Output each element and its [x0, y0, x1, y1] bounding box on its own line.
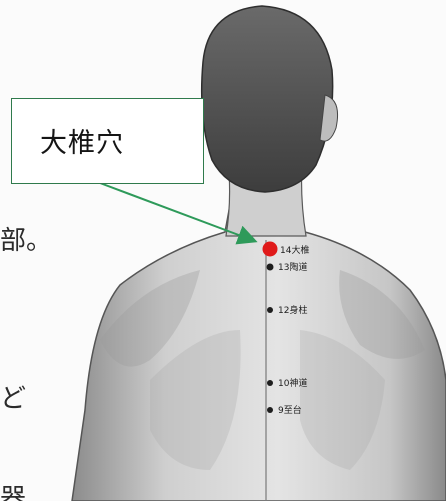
point-dazhui-marker: [263, 242, 278, 257]
point-shendao-marker: [267, 380, 273, 386]
point-taodao-marker: [267, 264, 274, 271]
head-hair: [202, 6, 333, 192]
point-label-zhitai: 9至台: [278, 404, 302, 416]
point-label-dazhui: 14大椎: [280, 244, 309, 256]
point-label-taodao: 13陶道: [278, 261, 307, 273]
point-shenzhu-marker: [267, 307, 273, 313]
point-label-shendao: 10神道: [278, 377, 307, 389]
point-zhitai-marker: [267, 407, 273, 413]
callout-box: 大椎穴: [11, 98, 204, 184]
callout-label: 大椎穴: [40, 121, 124, 160]
point-label-shenzhu: 12身柱: [278, 304, 307, 316]
